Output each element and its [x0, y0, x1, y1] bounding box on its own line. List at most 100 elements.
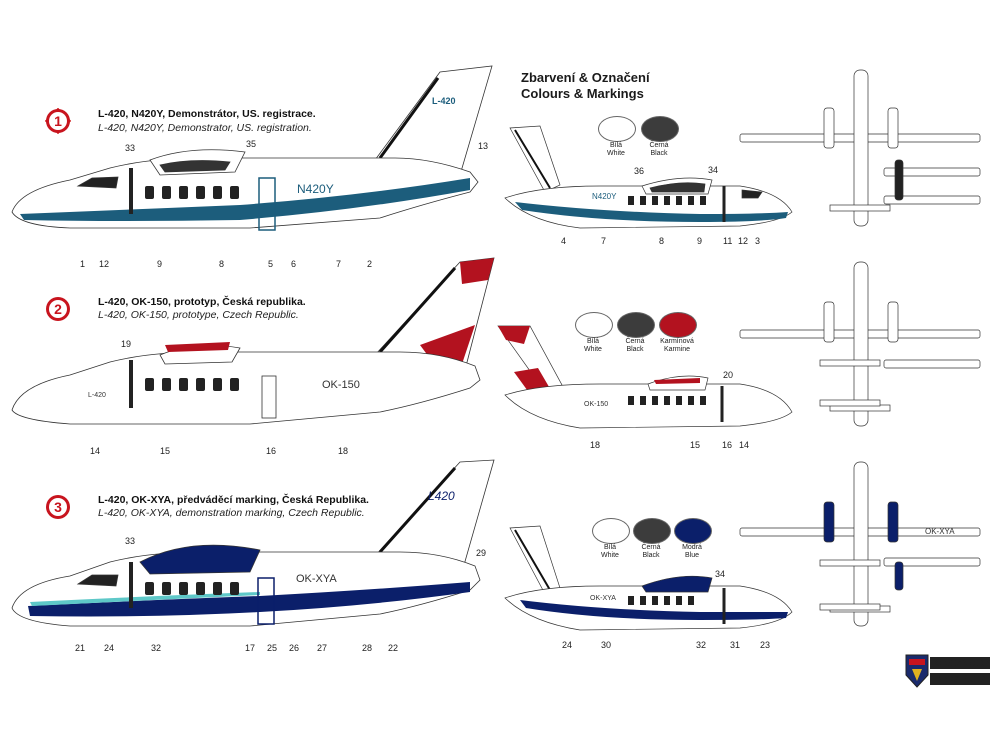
- callout: 2: [367, 259, 373, 269]
- callout: 12: [99, 259, 110, 269]
- scheme-1-left-profile: [11, 65, 493, 231]
- callout: 27: [317, 643, 328, 653]
- fin-leading-edge-3r: [514, 529, 551, 591]
- callout: 33: [125, 536, 136, 546]
- callout: 30: [601, 640, 612, 650]
- nacelle-dark-1r: [649, 182, 706, 193]
- nacelle-red-2l: [165, 342, 230, 352]
- scheme-2-right-profile: [497, 325, 793, 429]
- header-line-en: Colours & Markings: [521, 86, 644, 101]
- callout: 31: [730, 640, 741, 650]
- scheme-3-subtitle: L-420, OK-XYA, demonstration marking, Cz…: [98, 507, 365, 519]
- scheme-2-subtitle: L-420, OK-150, prototype, Czech Republic…: [98, 309, 299, 321]
- callout: 29: [476, 548, 487, 558]
- callout: 18: [590, 440, 601, 450]
- swatch-white-3: [592, 518, 630, 544]
- scheme-1-number: 1: [54, 113, 62, 129]
- callout: 4: [561, 236, 567, 246]
- fin-red-top-2l: [460, 258, 494, 284]
- scheme-2-title: L-420, OK-150, prototyp, Česká republika…: [98, 296, 306, 308]
- cockpit-1r: [741, 189, 763, 199]
- callout: 35: [246, 139, 257, 149]
- callout: 36: [634, 166, 645, 176]
- top-view-1: [739, 69, 981, 227]
- callout: 24: [562, 640, 573, 650]
- cabin-windows-1r: [628, 196, 706, 205]
- scheme-2-left-profile: [11, 257, 495, 425]
- bottom-view-2: [819, 359, 981, 407]
- callout: 23: [760, 640, 771, 650]
- cockpit-3l: [76, 574, 119, 587]
- callout: 1: [80, 259, 86, 269]
- swatch-blue-3: [674, 518, 712, 544]
- scheme-3-header: 3: [45, 494, 71, 525]
- callout: 33: [125, 143, 136, 153]
- callout: 21: [75, 643, 86, 653]
- callout: 16: [722, 440, 733, 450]
- fin-leading-edge-3l: [378, 467, 457, 553]
- nacelle-3r: [641, 575, 713, 593]
- bottom-view-3: [819, 557, 981, 611]
- swatch-white-2: [575, 312, 613, 338]
- cabin-windows-3l: [145, 582, 239, 595]
- scheme-3-badge: 3: [46, 495, 70, 519]
- cabin-windows-2l: [145, 378, 239, 391]
- callout: 6: [291, 259, 297, 269]
- callout: 18: [338, 446, 349, 456]
- cabin-windows-2r: [628, 396, 706, 405]
- swatch-black-3: [633, 518, 671, 544]
- logo-line2: PROSTĚJOV: [936, 675, 986, 684]
- callout: 8: [659, 236, 665, 246]
- callout: 24: [104, 643, 115, 653]
- cabin-windows-3r: [628, 596, 694, 605]
- reg-2l: OK-150: [322, 379, 360, 391]
- scheme-3-number: 3: [54, 499, 62, 515]
- callout: 13: [478, 141, 489, 151]
- callout: 34: [715, 569, 726, 579]
- fuselage-2r: [504, 383, 793, 429]
- callout: 9: [157, 259, 163, 269]
- callout: 14: [90, 446, 101, 456]
- reg-3r: OK-XYA: [590, 595, 616, 602]
- callout: 34: [708, 165, 719, 175]
- door-1l: [258, 177, 276, 231]
- colours-markings-header: Zbarvení & Označení Colours & Markings: [521, 70, 650, 102]
- swatch-black-1: [641, 116, 679, 142]
- header-line-cz: Zbarvení & Označení: [521, 70, 650, 85]
- callout: 17: [245, 643, 256, 653]
- swatch-white-1: [598, 116, 636, 142]
- door-3l: [257, 577, 275, 625]
- cockpit-1l: [76, 176, 119, 189]
- callout: 20: [723, 370, 734, 380]
- swatch-black-2: [617, 312, 655, 338]
- scheme-3-title: L-420, OK-XYA, předváděcí marking, Česká…: [98, 494, 369, 506]
- callout: 9: [697, 236, 703, 246]
- callout: 11: [723, 236, 733, 246]
- stripe-1r: [515, 202, 788, 222]
- callout: 26: [289, 643, 300, 653]
- callout: 14: [739, 440, 750, 450]
- nacelle-red-2r: [654, 378, 700, 384]
- callout: 22: [388, 643, 399, 653]
- reg-1r: N420Y: [592, 192, 617, 201]
- scheme-1-right-profile: [504, 125, 793, 229]
- nacelle-3l: [139, 544, 261, 575]
- callout: 8: [219, 259, 225, 269]
- callout: 19: [121, 339, 132, 349]
- logo-line1: KOVOZÁVODY: [933, 659, 991, 668]
- door-2l: [261, 375, 277, 419]
- fin-red-top-2r: [498, 326, 530, 344]
- scheme-3-left-profile: [11, 459, 495, 627]
- callout: 15: [690, 440, 701, 450]
- callout: 16: [266, 446, 277, 456]
- stripe-cyan-3l: [30, 592, 260, 606]
- fin-text-1l: L-420: [432, 96, 456, 106]
